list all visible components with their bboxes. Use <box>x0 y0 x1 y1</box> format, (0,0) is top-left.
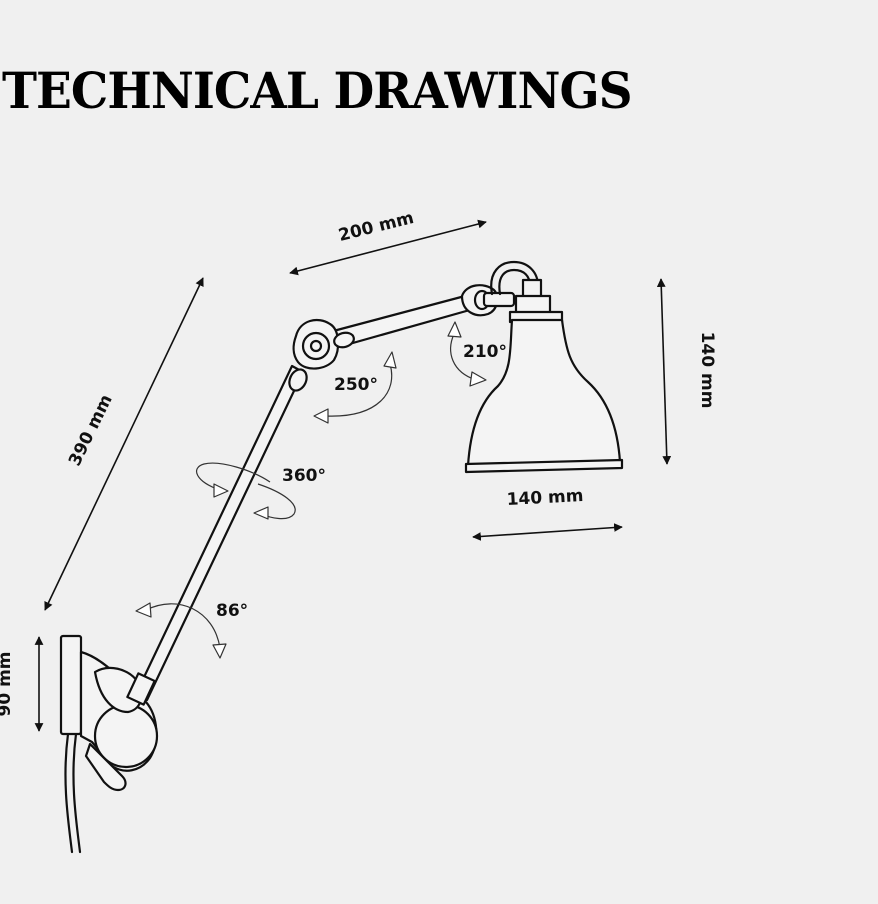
rotation-250-label: 250° <box>334 375 378 395</box>
rotation-210-label: 210° <box>463 342 507 362</box>
power-cable-inner <box>72 732 82 854</box>
rotation-86-arc <box>145 603 221 649</box>
rotation-86: 86° <box>135 601 248 659</box>
rotation-86-head-start <box>135 602 152 618</box>
wall-bracket-screw <box>84 742 127 792</box>
dimension-200mm-line <box>289 219 487 276</box>
dimension-390mm-line <box>44 277 204 611</box>
dimension-shade-width: 140 mm <box>472 486 623 541</box>
dimension-shade-height-line <box>656 278 672 465</box>
rotation-360: 360° <box>195 462 326 520</box>
dimension-shade-height-label: 140 mm <box>697 332 717 409</box>
rotation-360-head-right <box>253 506 269 520</box>
rotation-210-head-start <box>447 321 462 338</box>
lamp-figure <box>59 260 624 854</box>
shade-bracket-loop-inner <box>498 268 532 296</box>
rotation-360-ellipse-back <box>195 462 271 491</box>
dimension-shade-height: 140 mm <box>656 278 717 465</box>
lamp-shade-rim <box>464 458 624 474</box>
dimension-mount-height-label: 90 mm <box>0 651 15 716</box>
rotation-250-arc <box>325 363 393 417</box>
rotation-210-head-end <box>469 371 487 387</box>
dimension-200mm-label: 200 mm <box>337 208 416 246</box>
rotation-210-arc <box>450 333 477 381</box>
dimension-390mm-label: 390 mm <box>65 392 117 470</box>
elbow-knob <box>333 331 355 349</box>
rotation-250: 250° <box>313 351 397 424</box>
rotation-86-head-end <box>212 643 227 659</box>
shade-bracket-loop <box>490 260 540 296</box>
rotation-210: 210° <box>447 321 507 387</box>
elbow-joint-hub <box>309 339 323 353</box>
power-cable <box>64 732 74 854</box>
rotation-360-head-left <box>213 483 229 498</box>
dimension-shade-width-line <box>472 523 623 541</box>
dimension-shade-width-label: 140 mm <box>506 486 584 510</box>
rotation-360-ellipse-front <box>257 483 296 520</box>
dimension-390mm: 390 mm <box>44 277 204 611</box>
rotation-86-label: 86° <box>216 601 248 621</box>
lower-arm-ring <box>288 368 308 392</box>
page-title: TECHNICAL DRAWINGS <box>2 61 633 120</box>
lower-arm-collar <box>126 672 156 706</box>
dimension-200mm: 200 mm <box>289 208 487 276</box>
rotation-250-head-start <box>383 351 397 369</box>
rotation-250-head-end <box>313 408 329 424</box>
rotation-360-label: 360° <box>282 466 326 486</box>
dimension-mount-height: 90 mm <box>0 636 44 732</box>
shade-pivot-bolt <box>482 291 516 308</box>
wall-plate <box>59 634 83 736</box>
